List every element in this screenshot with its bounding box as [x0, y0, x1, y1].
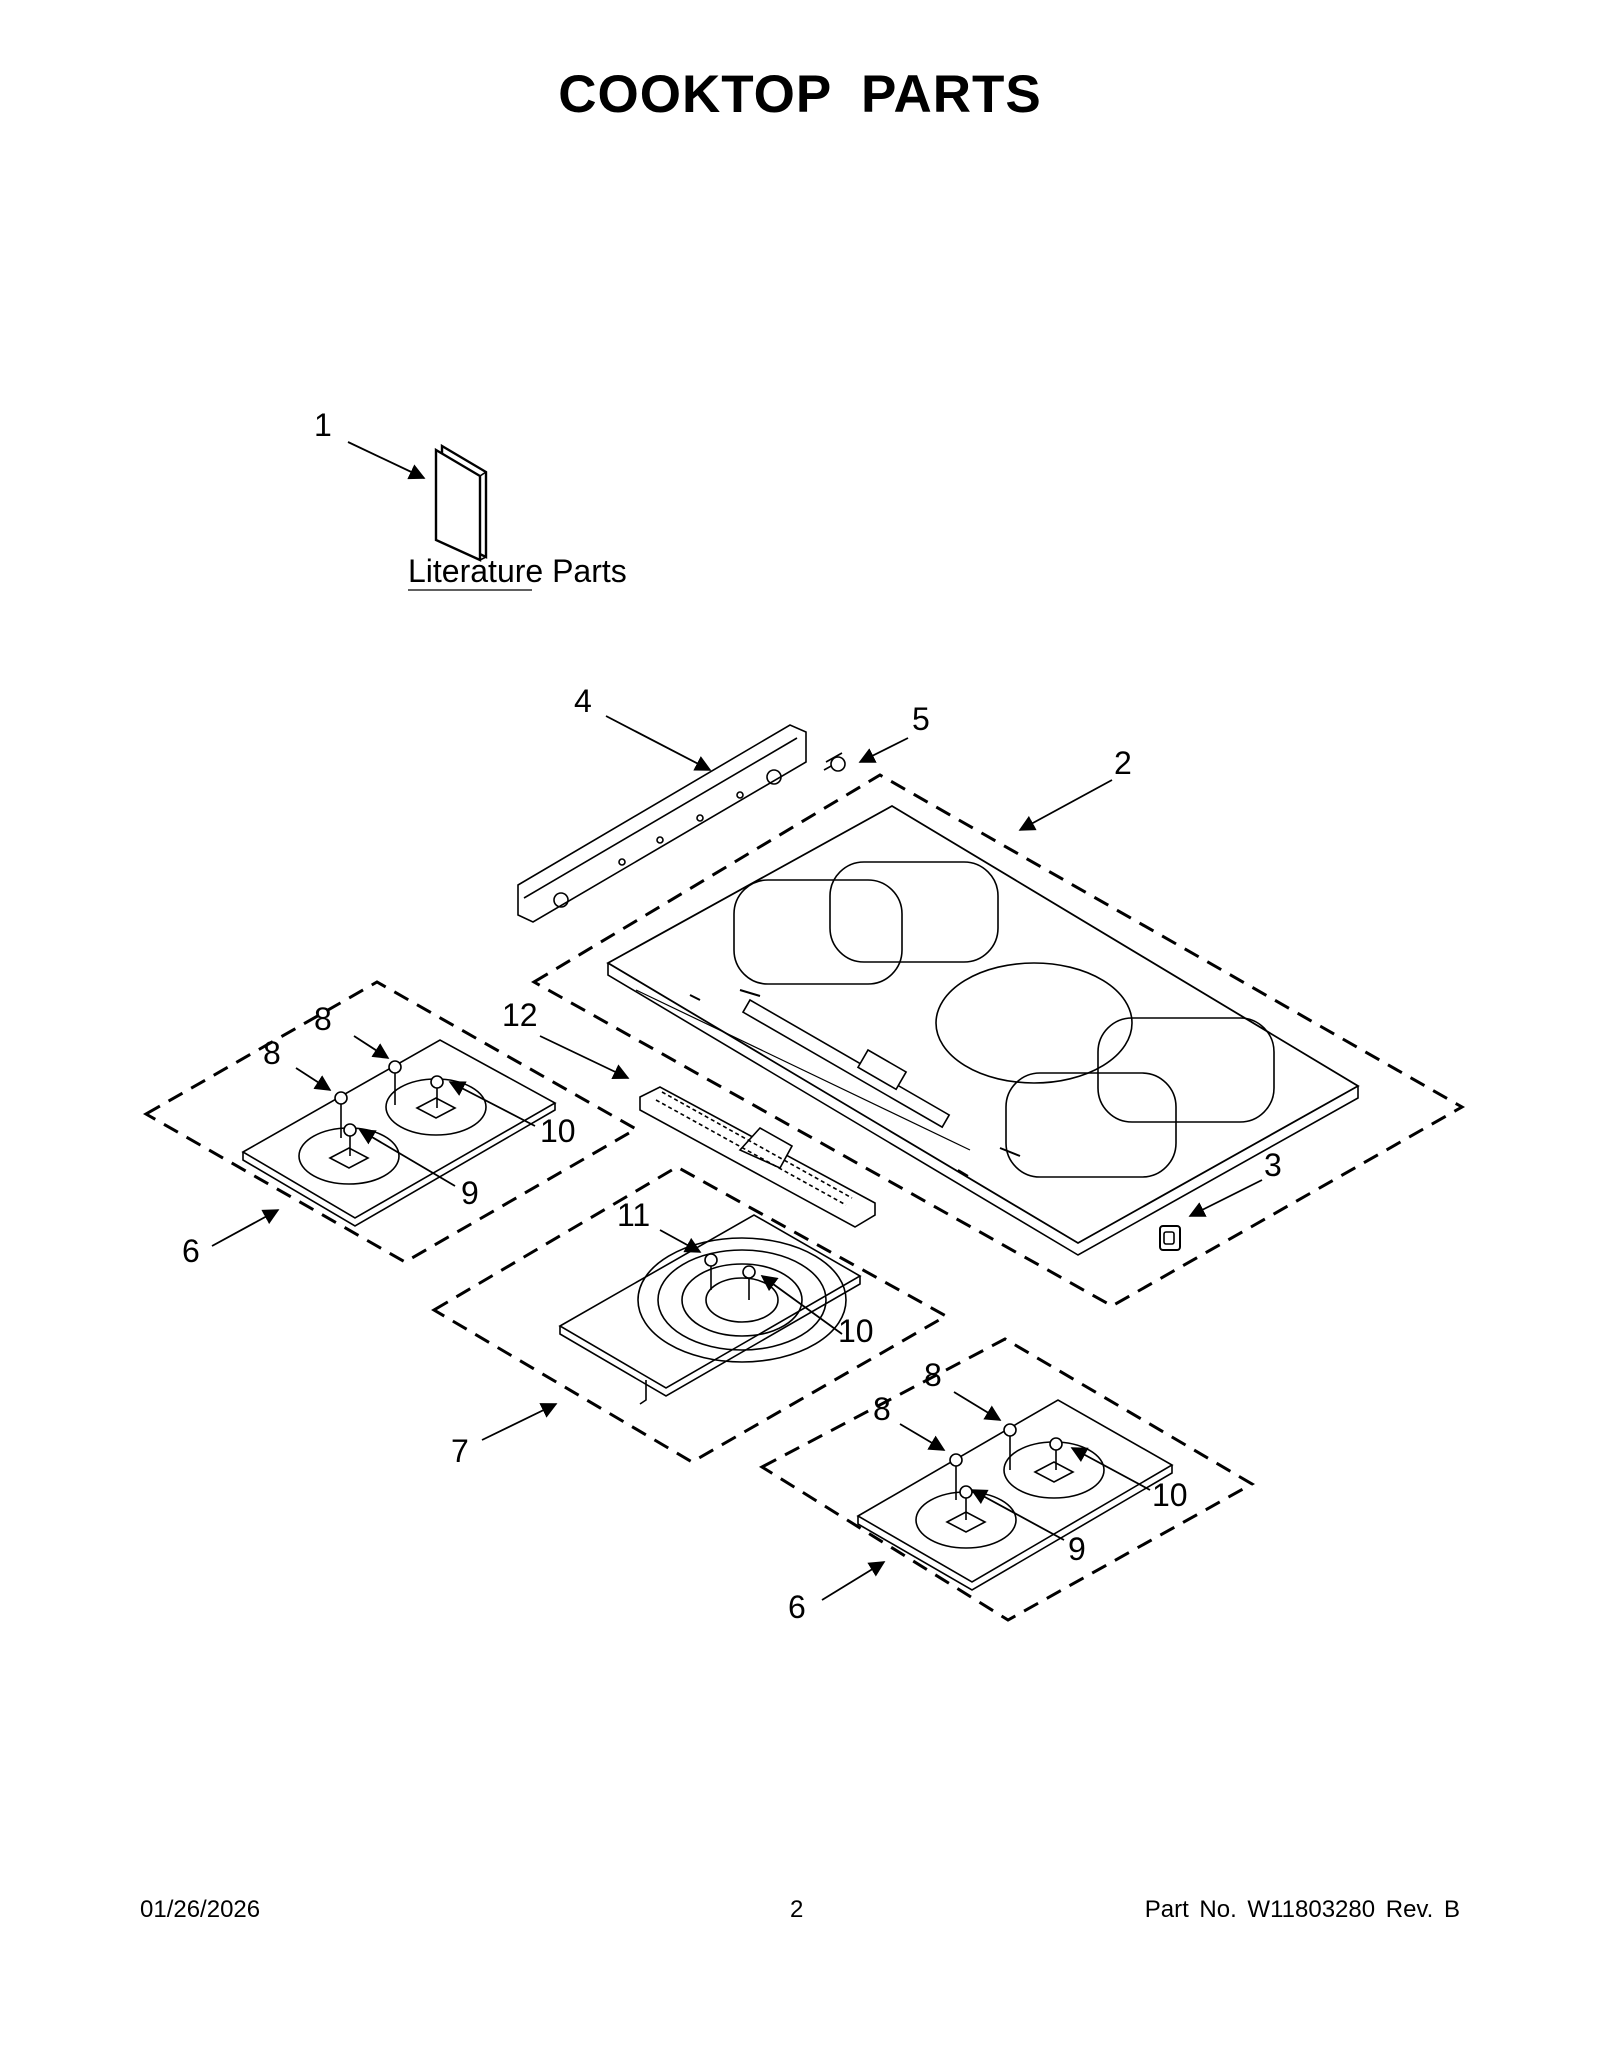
mounting-bracket	[517, 724, 807, 923]
leader-arrow-8a	[353, 1035, 390, 1059]
leader-arrow-10b	[760, 1275, 843, 1335]
callout-5: 5	[912, 701, 930, 737]
footer-date: 01/26/2026	[140, 1896, 261, 1923]
leader-arrow-6b	[821, 1561, 886, 1601]
screw	[823, 752, 846, 772]
footer-page-number: 2	[790, 1896, 804, 1923]
leader-arrow-8c	[953, 1391, 1002, 1421]
leader-arrow-9a	[358, 1129, 456, 1187]
leader-arrow-2	[1018, 779, 1113, 831]
leader-arrow-6a	[211, 1209, 280, 1247]
sensor-post	[334, 1060, 444, 1156]
leader-arrow-9b	[970, 1489, 1065, 1541]
callout-10-right: 10	[1152, 1477, 1188, 1513]
callout-6-left: 6	[182, 1233, 200, 1269]
cooktop-glass-assembly	[606, 804, 1360, 1256]
callout-9-left: 9	[461, 1175, 479, 1211]
leader-arrow-8b	[295, 1067, 332, 1091]
callout-12: 12	[502, 997, 538, 1033]
callout-2: 2	[1114, 745, 1132, 781]
leader-arrow-12	[539, 1035, 630, 1080]
callout-7: 7	[451, 1433, 469, 1469]
leader-arrow-4	[605, 715, 712, 771]
leader-arrow-11	[659, 1229, 702, 1253]
leader-arrow-10a	[448, 1081, 536, 1127]
callout-1: 1	[314, 407, 332, 443]
leader-arrow-10c	[1070, 1447, 1151, 1491]
leader-arrow-5	[858, 737, 909, 763]
control-board-bracket	[639, 1086, 876, 1228]
leader-arrow-3	[1188, 1179, 1263, 1217]
callout-8-a: 8	[314, 1001, 332, 1037]
callout-6-right: 6	[788, 1589, 806, 1625]
literature-parts-label: Literature Parts	[408, 553, 627, 589]
leader-arrow-8d	[899, 1423, 946, 1451]
callout-4: 4	[574, 683, 592, 719]
clip	[1159, 1225, 1181, 1251]
callout-10-center: 10	[838, 1313, 874, 1349]
callout-10-left: 10	[540, 1113, 576, 1149]
callout-8-c: 8	[924, 1357, 942, 1393]
callout-8-d: 8	[873, 1391, 891, 1427]
cooking-zones	[733, 861, 1275, 1178]
cooktop-assembly-outline	[531, 773, 1466, 1308]
large-coil-plate	[558, 1214, 862, 1405]
literature-parts-booklet	[434, 443, 488, 562]
leader-arrow-1	[347, 441, 426, 480]
callout-8-b: 8	[263, 1035, 281, 1071]
callout-9-right: 9	[1068, 1531, 1086, 1567]
right-coil-group-outline	[758, 1337, 1256, 1622]
callout-3: 3	[1264, 1147, 1282, 1183]
callout-11: 11	[617, 1197, 650, 1233]
center-coil-group-outline	[431, 1165, 950, 1464]
dual-coil-plate-left	[241, 1039, 557, 1227]
page-title: COOKTOP PARTS	[558, 65, 1042, 124]
footer-part-number: Part No. W11803280 Rev. B	[1144, 1896, 1460, 1923]
sensor-post-right	[949, 1423, 1063, 1520]
leader-arrow-7	[481, 1403, 558, 1441]
